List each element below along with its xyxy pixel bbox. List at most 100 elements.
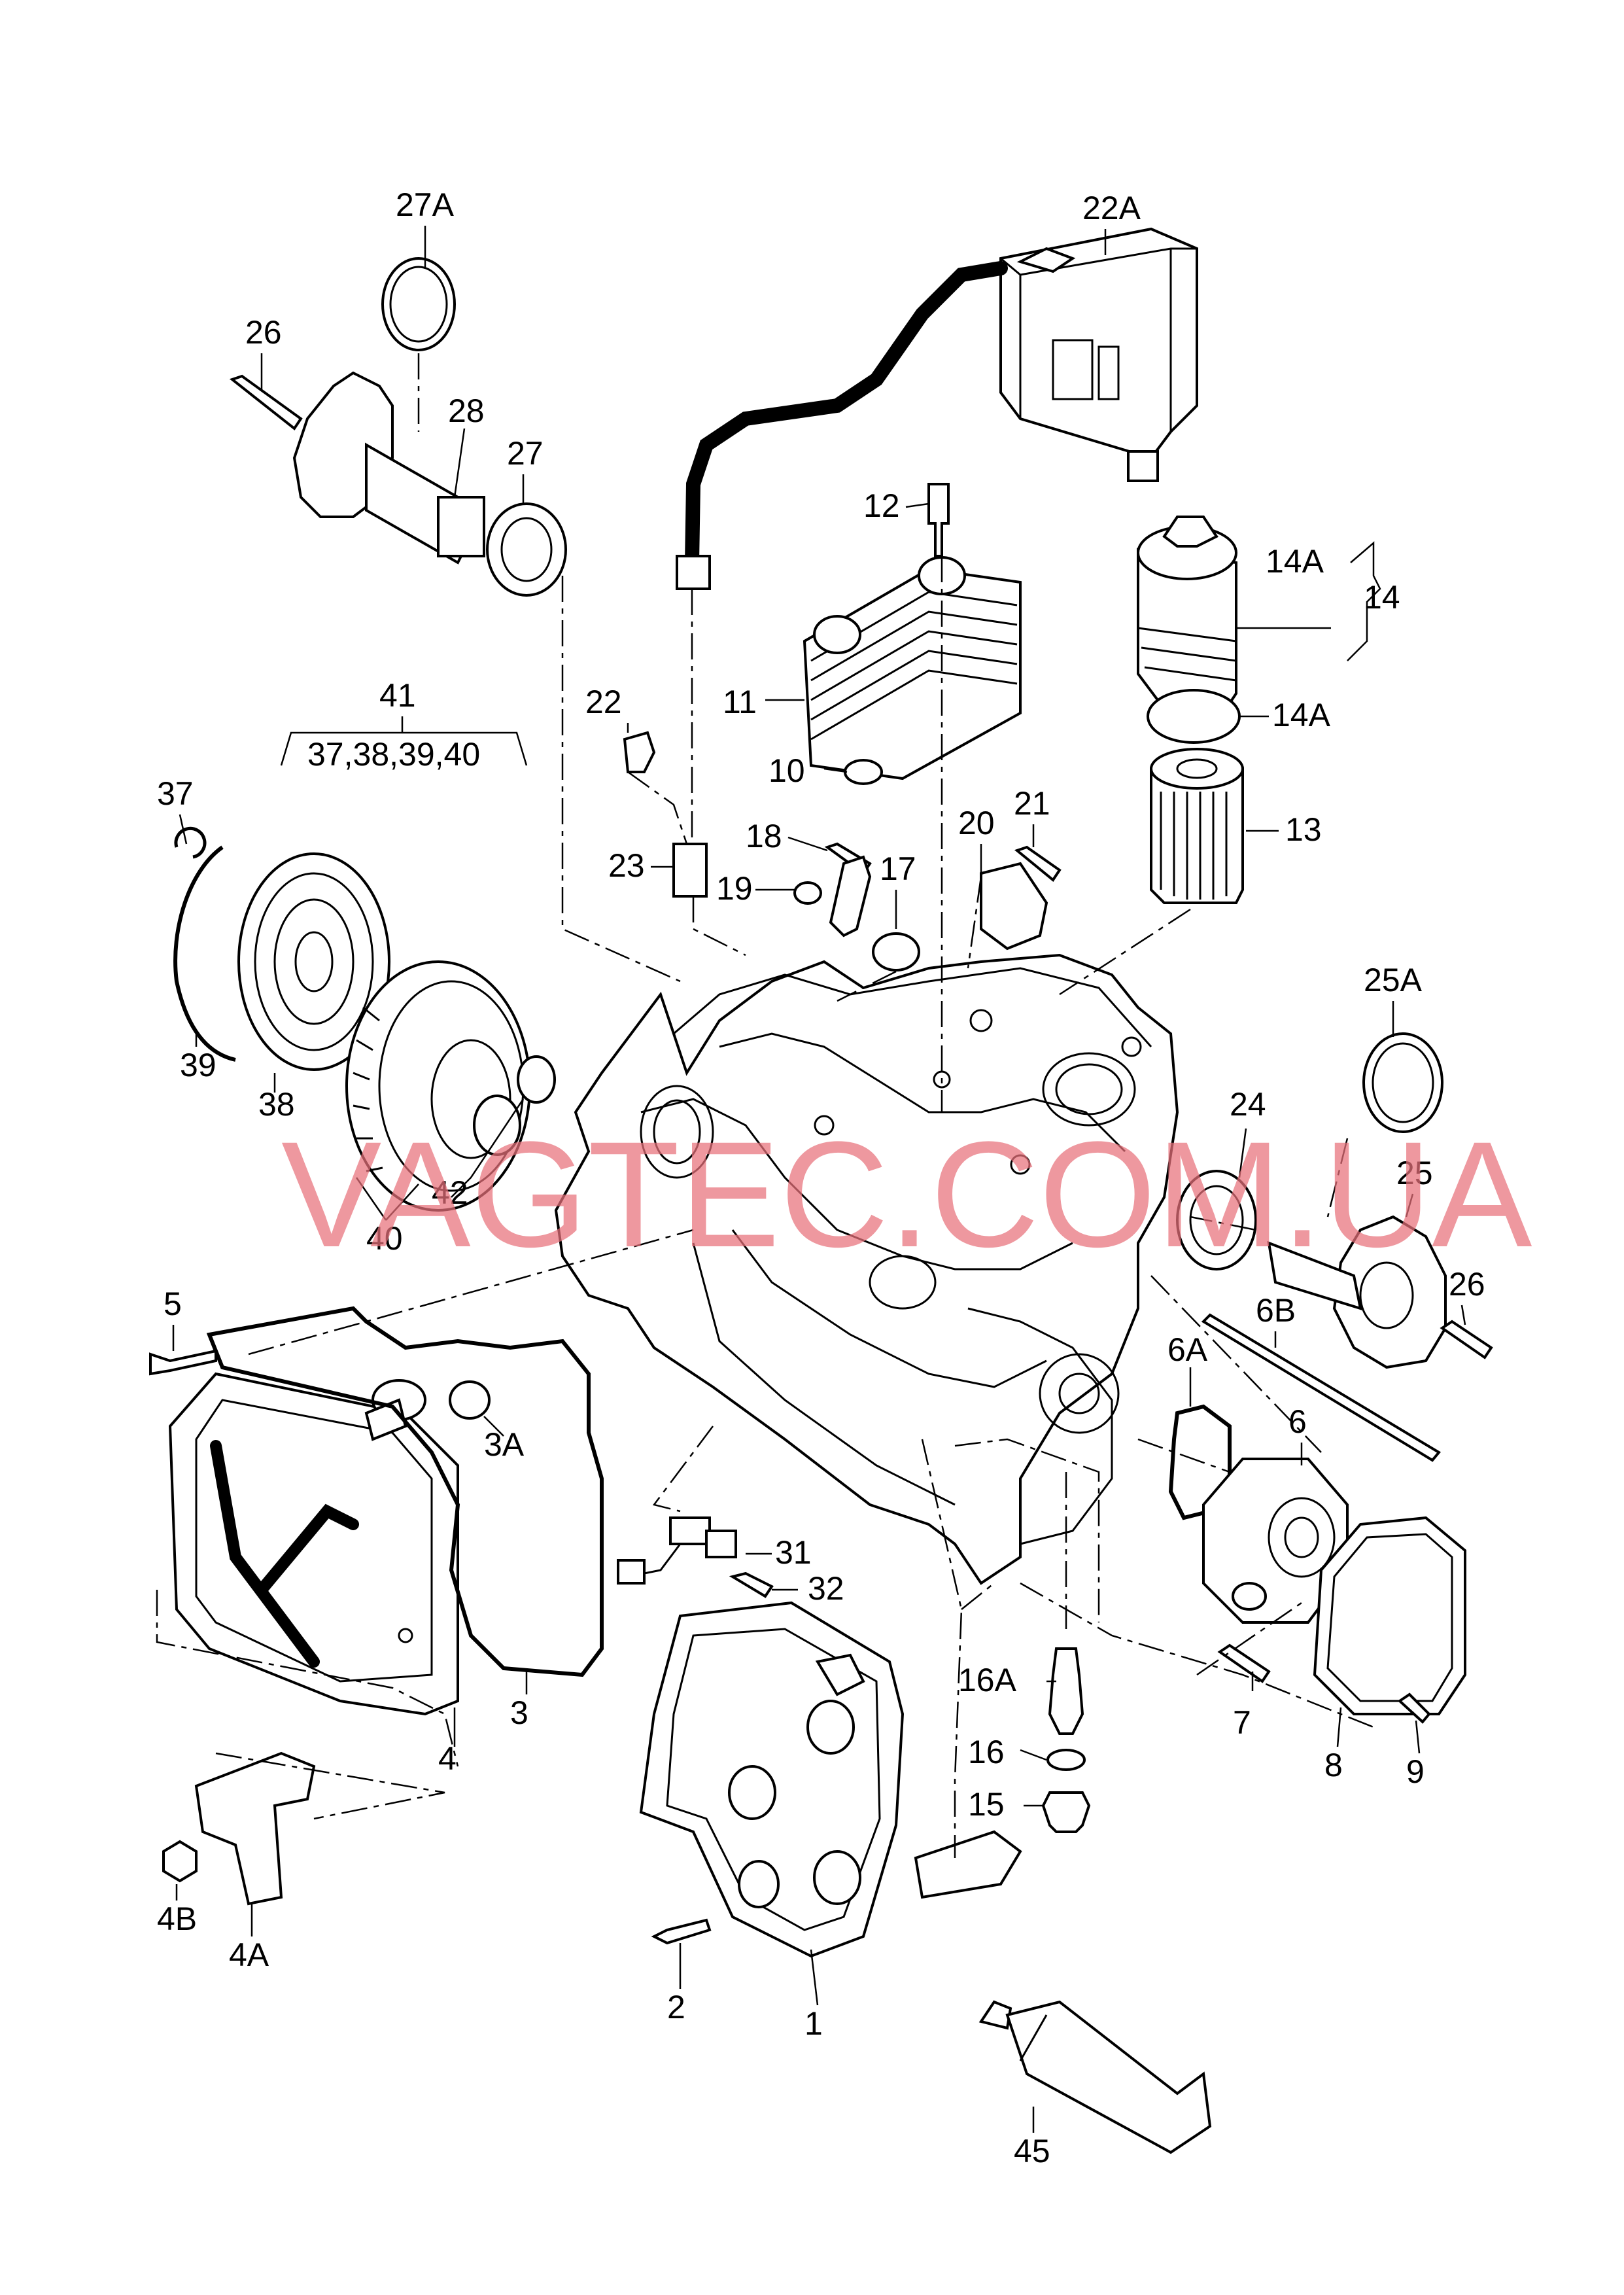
mechatronic-unit-1[interactable] (639, 1601, 1022, 1958)
callout-39[interactable]: 39 (180, 1047, 216, 1083)
watermark: VAGTEC.COM.UA (281, 1110, 1532, 1278)
clutch-40[interactable] (345, 960, 531, 1212)
o-ring-25a[interactable] (1362, 1032, 1443, 1133)
callout-37[interactable]: 37 (157, 775, 194, 812)
callout-12[interactable]: 12 (863, 487, 900, 524)
callout-16a[interactable]: 16A (958, 1662, 1017, 1698)
callout-9[interactable]: 9 (1406, 1753, 1425, 1790)
callout-2[interactable]: 2 (667, 1989, 685, 2025)
seal-17[interactable] (872, 932, 920, 972)
drive-flange-25[interactable] (1267, 1215, 1447, 1369)
callout-26-top[interactable]: 26 (245, 314, 282, 351)
oil-cooler-11[interactable] (803, 556, 1022, 780)
seal-10[interactable] (844, 759, 883, 785)
oil-filter-13[interactable] (1150, 748, 1244, 904)
bolt-2[interactable] (651, 1918, 712, 1945)
bolt-21[interactable] (1014, 845, 1062, 882)
callout-27[interactable]: 27 (507, 435, 544, 472)
bracket-20[interactable] (980, 862, 1048, 951)
callout-labels: 27A 26 28 27 22A 12 14A 14 11 14A 22 41 … (157, 186, 1485, 2169)
bolt-7[interactable] (1217, 1643, 1271, 1683)
callout-41[interactable]: 41 (379, 677, 416, 714)
o-ring-14a[interactable] (1147, 689, 1241, 744)
seal-16[interactable] (1046, 1749, 1086, 1771)
cover-8[interactable] (1313, 1516, 1466, 1715)
callout-27a[interactable]: 27A (396, 186, 455, 223)
callout-38[interactable]: 38 (258, 1086, 295, 1123)
bolt-26-right[interactable] (1440, 1320, 1493, 1359)
callout-45[interactable]: 45 (1014, 2133, 1050, 2169)
sleeve-23[interactable] (672, 843, 708, 898)
nut-4b[interactable] (162, 1840, 198, 1883)
callout-14a-bottom[interactable]: 14A (1272, 697, 1331, 733)
seal-27[interactable] (486, 502, 567, 597)
callout-15[interactable]: 15 (968, 1786, 1005, 1823)
bracket-17[interactable] (829, 855, 872, 937)
callout-20[interactable]: 20 (958, 805, 995, 841)
filter-housing-14[interactable] (1137, 516, 1237, 715)
callout-21[interactable]: 21 (1014, 785, 1050, 822)
callout-14[interactable]: 14 (1364, 579, 1400, 616)
callout-17[interactable]: 17 (880, 850, 916, 887)
callout-25[interactable]: 25 (1396, 1155, 1433, 1191)
callout-7[interactable]: 7 (1233, 1704, 1251, 1741)
callout-19[interactable]: 19 (716, 870, 753, 907)
drain-plug-15[interactable] (1041, 1791, 1091, 1833)
callout-8[interactable]: 8 (1324, 1747, 1343, 1783)
callout-31[interactable]: 31 (775, 1534, 812, 1571)
shaft-6b[interactable] (1201, 1313, 1442, 1462)
callout-40[interactable]: 40 (366, 1220, 403, 1257)
drive-flange-28[interactable] (292, 371, 485, 565)
callout-3[interactable]: 3 (510, 1694, 528, 1731)
bolt-26-top[interactable] (229, 374, 303, 430)
callout-26-right[interactable]: 26 (1449, 1266, 1485, 1303)
oil-pan-4[interactable] (168, 1372, 459, 1716)
gasket-3[interactable] (206, 1306, 604, 1677)
bracket-4a[interactable] (194, 1751, 316, 1906)
overflow-pipe-16a[interactable] (1048, 1647, 1084, 1735)
bolt-5[interactable] (149, 1349, 217, 1376)
sensor-31[interactable] (617, 1516, 737, 1585)
callout-16[interactable]: 16 (968, 1734, 1005, 1770)
callout-28[interactable]: 28 (448, 393, 485, 429)
callout-4[interactable]: 4 (438, 1740, 457, 1777)
callout-25a[interactable]: 25A (1364, 962, 1423, 998)
seal-24[interactable] (1176, 1170, 1257, 1270)
drum-38[interactable] (237, 852, 390, 1071)
sealant-tube-45[interactable] (978, 2000, 1212, 2154)
callout-4b[interactable]: 4B (157, 1901, 197, 1937)
callout-6[interactable]: 6 (1288, 1403, 1307, 1440)
circlip-37[interactable] (174, 826, 207, 859)
harness-connector (676, 555, 711, 590)
callout-4a[interactable]: 4A (229, 1936, 269, 1973)
callout-18[interactable]: 18 (746, 818, 782, 854)
bolt-12[interactable] (927, 483, 950, 557)
callout-5[interactable]: 5 (164, 1286, 182, 1322)
callout-11[interactable]: 11 (723, 684, 757, 720)
screw-32[interactable] (729, 1571, 774, 1598)
callout-24[interactable]: 24 (1230, 1086, 1266, 1123)
callout-3a[interactable]: 3A (484, 1426, 525, 1463)
bolt-9[interactable] (1397, 1692, 1431, 1724)
callout-41-group[interactable]: 37,38,39,40 (307, 736, 480, 773)
callout-13[interactable]: 13 (1285, 811, 1322, 848)
control-unit-22a[interactable] (999, 227, 1198, 482)
o-ring-27a[interactable] (381, 257, 456, 351)
callout-6a[interactable]: 6A (1167, 1331, 1208, 1368)
callout-42[interactable]: 42 (432, 1174, 468, 1211)
callout-14a-top[interactable]: 14A (1266, 543, 1324, 580)
callout-23[interactable]: 23 (608, 847, 645, 884)
callout-32[interactable]: 32 (808, 1570, 844, 1607)
callout-10[interactable]: 10 (769, 752, 805, 789)
callout-22a[interactable]: 22A (1082, 190, 1141, 226)
nut-19[interactable] (793, 881, 822, 905)
ring-39[interactable] (173, 845, 236, 1062)
callout-1[interactable]: 1 (804, 2005, 823, 2042)
assembly-lines (156, 353, 1374, 1858)
seal-3a[interactable] (449, 1380, 491, 1420)
o-ring-42[interactable] (517, 1055, 556, 1104)
callout-22[interactable]: 22 (585, 684, 622, 720)
cap-22[interactable] (623, 731, 656, 773)
transmission-housing[interactable] (554, 953, 1179, 1585)
callout-6b[interactable]: 6B (1256, 1292, 1296, 1329)
